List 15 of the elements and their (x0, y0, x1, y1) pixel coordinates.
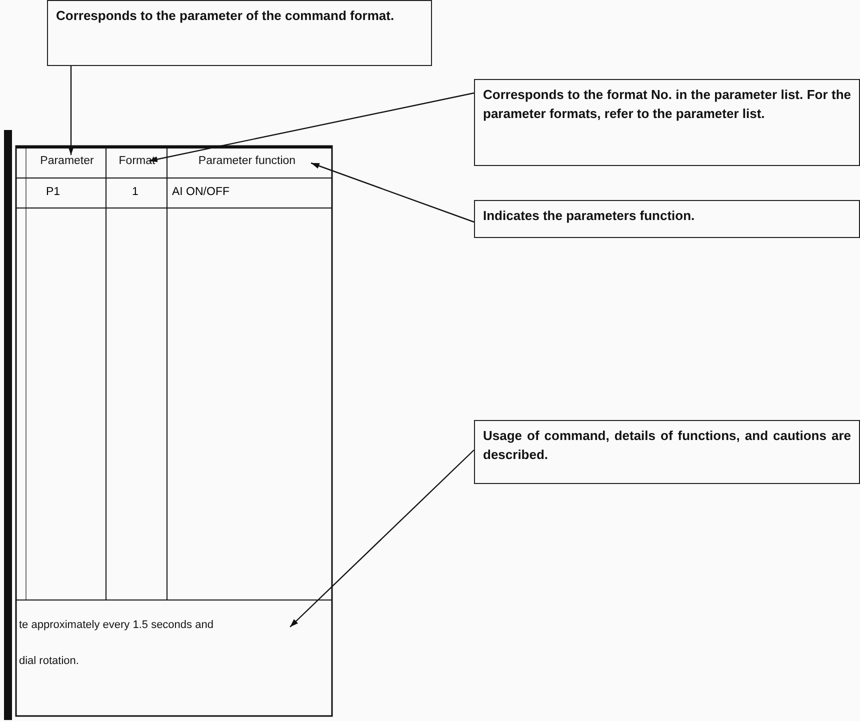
callout-box: Corresponds to the parameter of the command format. (47, 0, 432, 66)
leader-line (148, 92, 474, 162)
description-text: te approximately every 1.5 seconds and (19, 619, 214, 631)
leader-line (310, 162, 474, 223)
leader-line (68, 66, 74, 155)
description-text: dial rotation. (19, 655, 79, 667)
table-cell-text: AI ON/OFF (172, 186, 230, 198)
leader-line (290, 450, 474, 628)
callout-box: Indicates the parameters function. (474, 200, 860, 238)
column-header: Parameter (30, 155, 104, 171)
callout-box: Corresponds to the format No. in the parameter list. For the parameter formats, refer to the parameter list. (474, 79, 860, 166)
table-cell-text: P1 (46, 186, 60, 198)
table-cell-text: 1 (132, 186, 138, 198)
callout-box: Usage of command, details of functions, and cautions are described. (474, 420, 860, 484)
column-header: Parameter function (178, 155, 316, 171)
